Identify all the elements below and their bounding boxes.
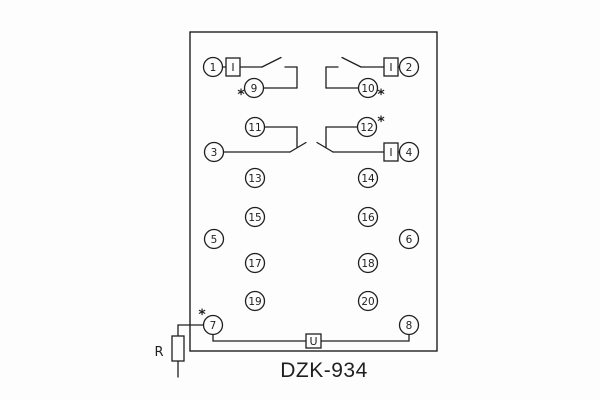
wire-segment <box>212 333 307 342</box>
voltage-coil-circuit-7-8 <box>212 333 410 342</box>
resistor-branch <box>177 324 205 378</box>
terminal-circle <box>244 167 266 189</box>
terminal-9: 9 <box>243 77 265 99</box>
current-coil-symbol-4: I <box>383 142 399 162</box>
terminal-2: 2 <box>398 56 420 78</box>
terminal-number: 4 <box>406 147 413 159</box>
terminal-circle <box>202 314 224 336</box>
terminal-number: 3 <box>211 147 218 159</box>
terminal-10: 10 <box>357 77 379 99</box>
terminal-number: 19 <box>248 296 261 308</box>
wire-segment <box>320 333 410 342</box>
contact-group-1-9 <box>221 56 298 89</box>
terminal-7: 7 <box>202 314 224 336</box>
terminal-number: 18 <box>361 258 374 270</box>
model-label: DZK-934 <box>280 359 368 382</box>
terminal-circle <box>357 167 379 189</box>
terminal-number: 17 <box>248 258 261 270</box>
terminal-circle <box>398 314 420 336</box>
terminal-number: 14 <box>361 173 375 185</box>
wire-segment <box>177 324 205 337</box>
terminal-number: 8 <box>406 320 413 332</box>
terminal-circle <box>244 290 266 312</box>
coil-label: I <box>389 61 392 74</box>
coil-box <box>383 57 399 77</box>
contact-blade <box>289 141 307 153</box>
terminal-8: 8 <box>398 314 420 336</box>
terminal-16: 16 <box>357 206 379 228</box>
polarity-mark-12: * <box>377 114 385 130</box>
terminal-circle <box>243 77 265 99</box>
terminal-number: 20 <box>361 296 374 308</box>
resistor-symbol: R <box>154 335 185 362</box>
terminal-circle <box>244 116 266 138</box>
panel-outline <box>189 31 438 352</box>
terminal-circle <box>398 56 420 78</box>
terminal-3: 3 <box>203 141 225 163</box>
terminal-1: 1 <box>202 56 224 78</box>
terminal-13: 13 <box>244 167 266 189</box>
contact-blade <box>341 56 362 68</box>
contact-blade <box>316 141 334 153</box>
terminal-circle <box>203 228 225 250</box>
terminal-number: 12 <box>360 122 373 134</box>
voltage-box <box>305 333 322 349</box>
terminal-number: 6 <box>406 234 413 246</box>
terminal-number: 11 <box>248 122 261 134</box>
coil-box <box>383 142 399 162</box>
terminal-20: 20 <box>357 290 379 312</box>
terminal-19: 19 <box>244 290 266 312</box>
terminal-14: 14 <box>357 167 379 189</box>
terminal-5: 5 <box>203 228 225 250</box>
terminal-circle <box>202 56 224 78</box>
resistor-box <box>171 335 185 362</box>
terminal-number: 13 <box>248 173 261 185</box>
contact-blade <box>261 56 282 68</box>
terminal-circle <box>357 77 379 99</box>
terminal-11: 11 <box>244 116 266 138</box>
coil-box <box>225 57 241 77</box>
terminal-18: 18 <box>357 252 379 274</box>
terminal-number: 7 <box>210 320 217 332</box>
terminal-circle <box>398 228 420 250</box>
terminal-17: 17 <box>244 252 266 274</box>
voltage-coil-symbol: U <box>305 333 322 349</box>
voltage-label: U <box>309 335 317 348</box>
terminal-circle <box>244 252 266 274</box>
terminal-circle <box>398 141 420 163</box>
terminal-circle <box>357 206 379 228</box>
terminal-circle <box>356 116 378 138</box>
terminal-circle <box>244 206 266 228</box>
terminal-circle <box>357 252 379 274</box>
terminal-number: 10 <box>361 83 374 95</box>
current-coil-symbol-1: I <box>225 57 241 77</box>
terminal-circle <box>357 290 379 312</box>
terminal-number: 15 <box>248 212 261 224</box>
terminal-number: 9 <box>251 83 258 95</box>
polarity-mark-9: * <box>237 87 245 103</box>
contact-group-4-12 <box>316 126 401 153</box>
terminal-number: 1 <box>210 62 217 74</box>
coil-label: I <box>389 146 392 159</box>
terminal-15: 15 <box>244 206 266 228</box>
terminal-4: 4 <box>398 141 420 163</box>
polarity-mark-10: * <box>377 87 385 103</box>
polarity-mark-7: * <box>198 307 206 323</box>
terminal-circle <box>203 141 225 163</box>
terminal-number: 5 <box>211 234 218 246</box>
terminal-number: 16 <box>361 212 375 224</box>
resistor-label: R <box>154 345 163 360</box>
contact-group-2-10 <box>325 56 401 89</box>
current-coil-symbol-2: I <box>383 57 399 77</box>
contact-group-3-11 <box>222 126 307 153</box>
terminal-12: 12 <box>356 116 378 138</box>
coil-label: I <box>231 61 234 74</box>
terminal-number: 2 <box>406 62 413 74</box>
terminal-6: 6 <box>398 228 420 250</box>
